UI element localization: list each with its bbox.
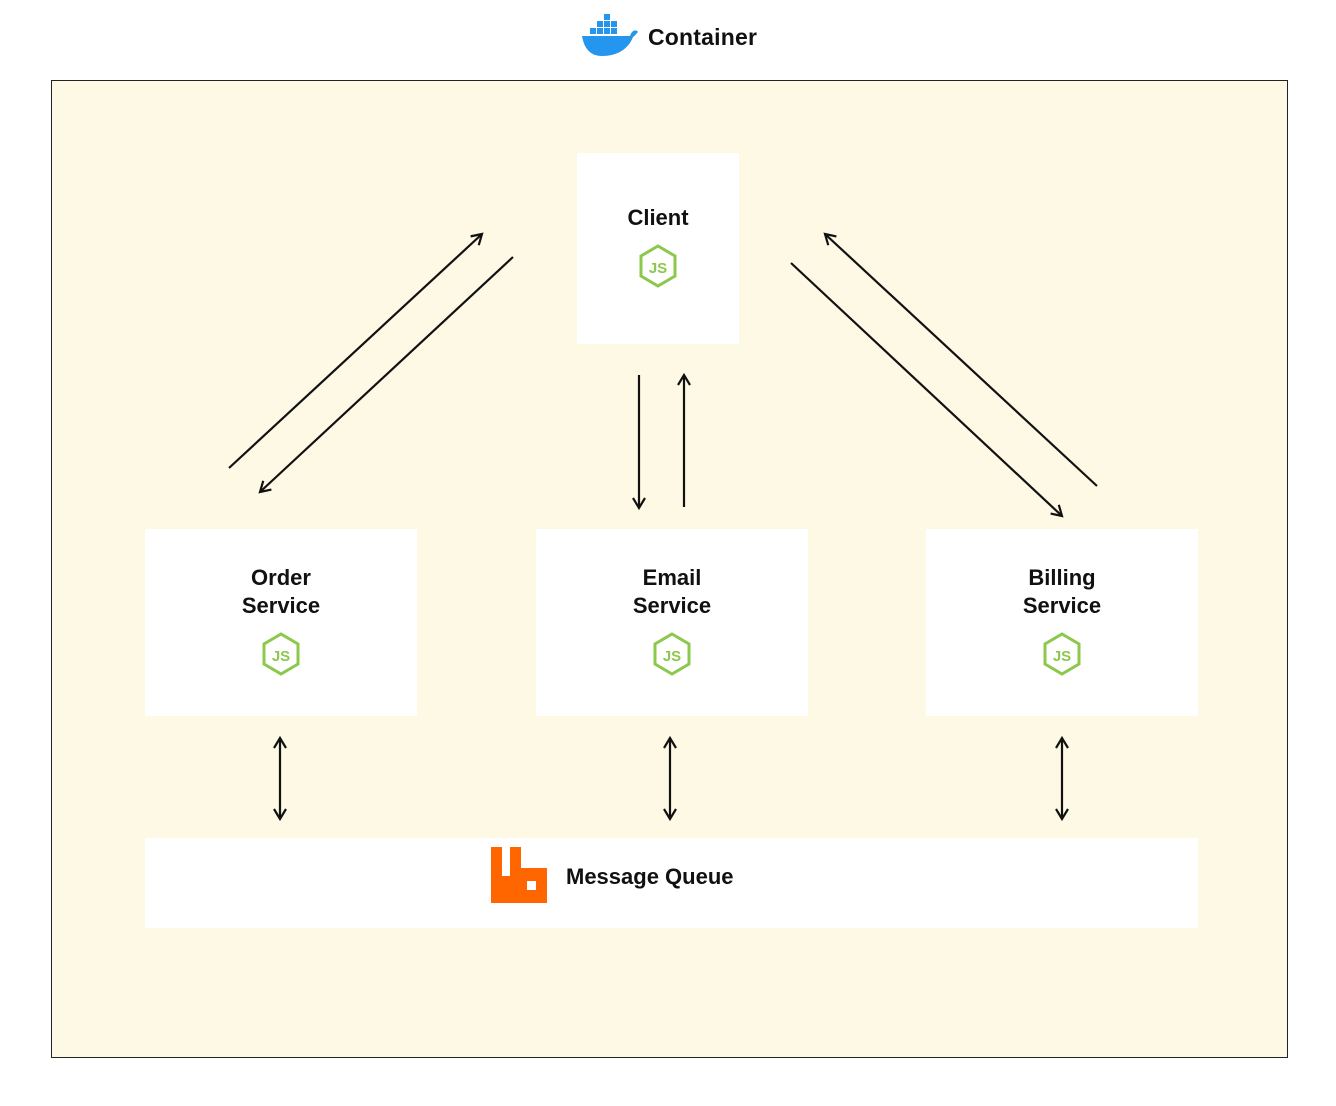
nodejs-icon: JS xyxy=(652,632,692,681)
svg-text:JS: JS xyxy=(272,648,290,665)
svg-text:JS: JS xyxy=(1053,648,1071,665)
client-node[interactable]: Client JS xyxy=(577,153,739,344)
container-title: Container xyxy=(648,23,758,50)
message-queue-label: Message Queue xyxy=(566,864,734,889)
message-queue-node[interactable]: Message Queue xyxy=(145,838,1198,928)
client-label: Client xyxy=(627,205,689,230)
order-service-label: Order Service xyxy=(241,565,321,618)
client-to-order-arrow xyxy=(258,256,514,494)
client-to-billing-arrow xyxy=(790,262,1064,518)
nodejs-icon: JS xyxy=(261,632,301,681)
svg-text:JS: JS xyxy=(663,648,681,665)
billing-service-label: Billing Service xyxy=(1022,565,1102,618)
email-service-node[interactable]: Email Service JS xyxy=(536,529,808,716)
container-header: Container xyxy=(580,12,757,62)
nodejs-icon: JS xyxy=(1042,632,1082,681)
nodejs-icon: JS xyxy=(638,244,678,293)
order-service-node[interactable]: Order Service JS xyxy=(145,529,417,716)
docker-whale-icon xyxy=(580,12,640,63)
email-service-label: Email Service xyxy=(632,565,712,618)
billing-service-node[interactable]: Billing Service JS xyxy=(926,529,1198,716)
rabbitmq-icon xyxy=(490,846,548,909)
order-to-client-arrow xyxy=(228,232,484,469)
svg-text:JS: JS xyxy=(649,260,667,277)
billing-to-client-arrow xyxy=(823,232,1098,487)
